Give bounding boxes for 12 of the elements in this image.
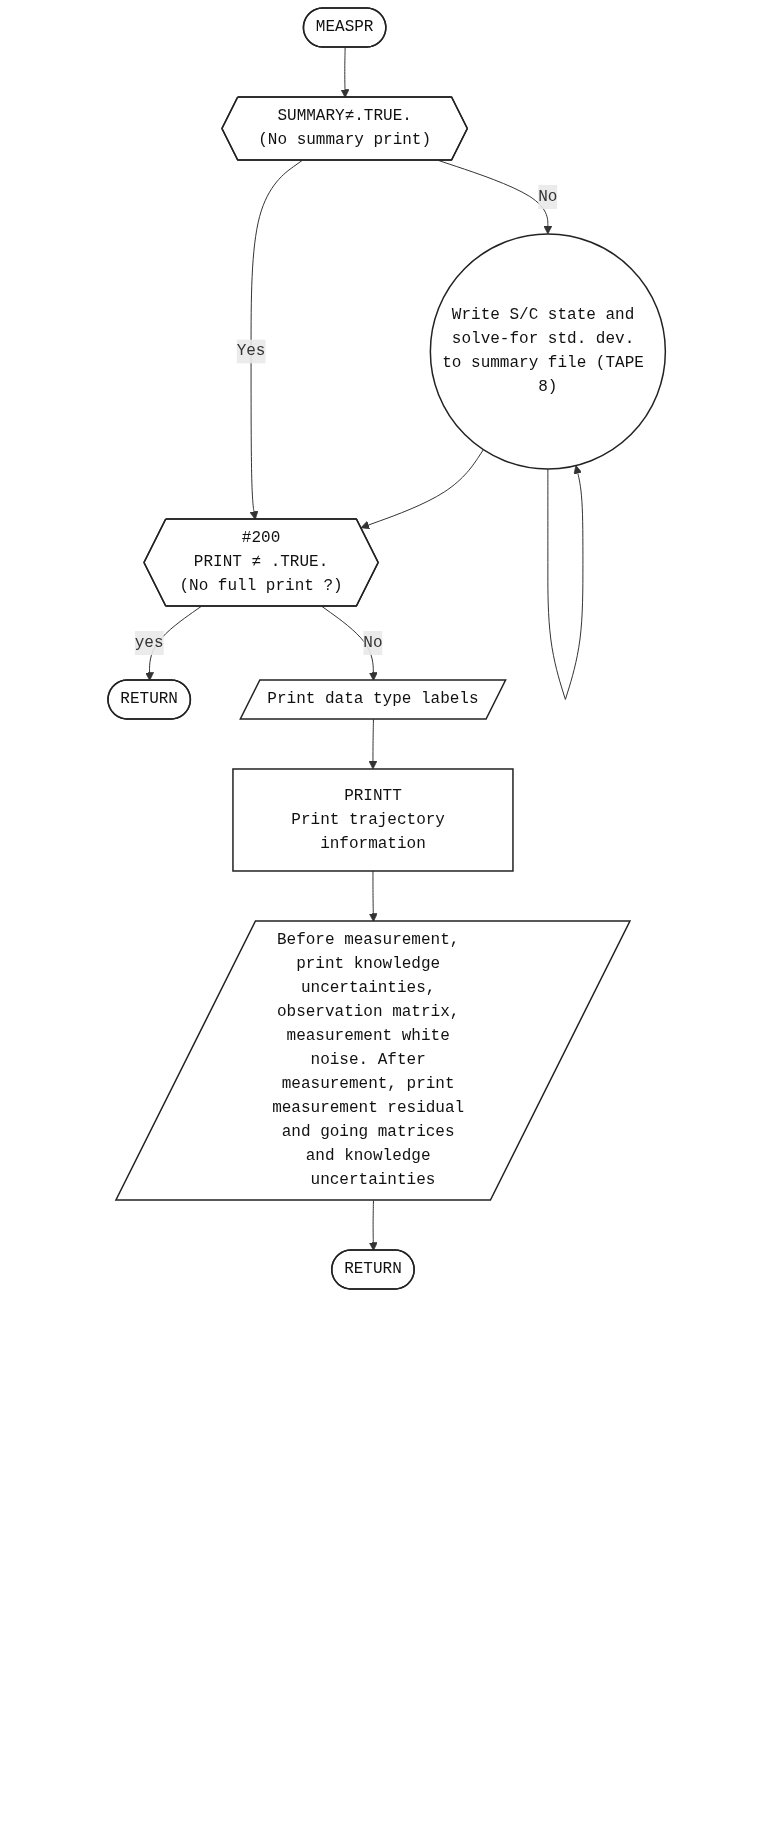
node-circle: Write S/C state and solve-for std. dev. to summary file (TAPE 8): [429, 233, 667, 470]
node-box: PRINTT Print trajectory information: [232, 768, 514, 872]
arrow: [340, 47, 350, 98]
edge-label: No: [538, 188, 558, 206]
arrow: [547, 465, 584, 700]
edge-label: No: [363, 633, 383, 652]
arrow: [360, 449, 485, 530]
edge-label: yes: [135, 633, 164, 652]
arrow: [368, 719, 378, 770]
edge-label: Yes: [236, 342, 266, 361]
arrow: [249, 160, 303, 520]
arrow: [369, 1200, 378, 1251]
